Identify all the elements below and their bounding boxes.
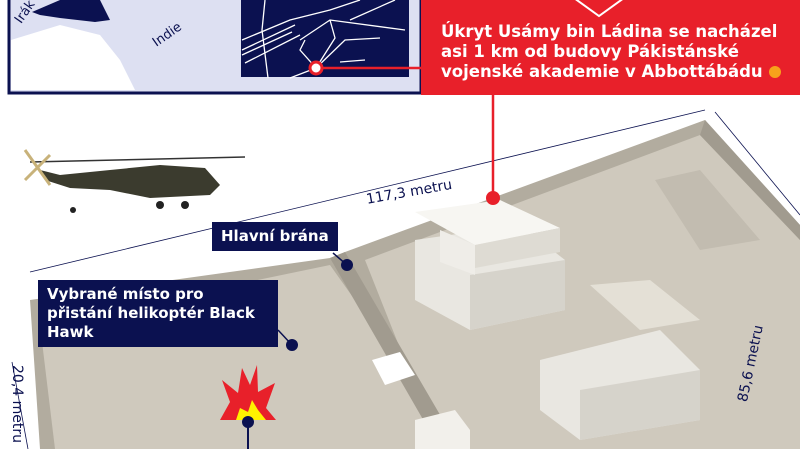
callout-landing-site: Vybrané místo pro přistání helikoptér Bl… bbox=[38, 280, 278, 347]
chevron-down-icon bbox=[575, 0, 623, 18]
orange-dot-icon bbox=[768, 66, 781, 78]
info-panel: Úkryt Usámy bin Ládina se nacházel asi 1… bbox=[421, 0, 800, 95]
hideout-marker bbox=[486, 191, 500, 205]
landing-marker bbox=[286, 339, 298, 351]
region-map bbox=[7, 0, 423, 95]
callout-main-gate: Hlavní brána bbox=[212, 222, 338, 251]
dimension-left: 20,4 metru bbox=[9, 365, 25, 443]
main-building bbox=[372, 200, 700, 449]
info-text: Úkryt Usámy bin Ládina se nacházel asi 1… bbox=[441, 22, 791, 82]
black-hawk-helicopter-icon bbox=[23, 149, 246, 213]
gate-marker bbox=[341, 259, 353, 271]
city-inset-map bbox=[239, 0, 411, 79]
explosion-icon bbox=[220, 365, 276, 420]
pakistan-shape bbox=[32, 0, 110, 22]
location-marker bbox=[308, 60, 324, 76]
